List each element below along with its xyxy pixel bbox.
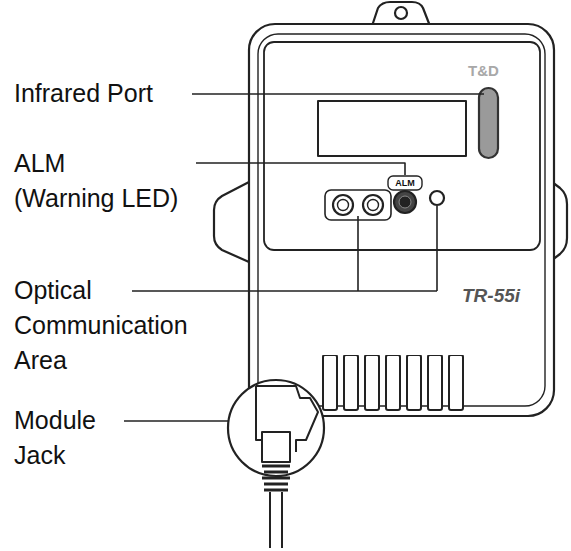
cable-boot	[262, 466, 290, 490]
front-panel	[264, 42, 540, 250]
part-label: ALM	[14, 146, 192, 181]
alm-led-core	[399, 196, 411, 208]
model-name: TR-55i	[462, 284, 542, 308]
left-wing	[214, 182, 249, 262]
optical-sensor-core	[368, 200, 379, 211]
jack-plug	[262, 432, 290, 462]
optical-sensor	[363, 195, 383, 215]
alm-led	[394, 191, 416, 213]
vent-slots	[322, 355, 469, 411]
led-marking: ALM	[388, 176, 422, 190]
hanging-tab	[372, 2, 430, 26]
brand-logo: T&D	[468, 62, 528, 80]
part-label: Optical Communication Area	[14, 273, 219, 378]
optical-sensor	[333, 195, 353, 215]
lcd-window	[318, 101, 466, 156]
part-label: Infrared Port	[14, 76, 192, 111]
housing-rim	[258, 34, 545, 406]
optical-window	[325, 190, 391, 220]
cable	[270, 492, 282, 548]
leader-line	[192, 93, 484, 95]
alm-tag	[388, 176, 422, 190]
part-label: (Warning LED)	[14, 181, 214, 216]
part-label: Module Jack	[14, 403, 126, 473]
optical-sensor-core	[338, 200, 349, 211]
infrared-port	[479, 88, 498, 158]
jack-magnifier	[228, 380, 324, 476]
hanging-hole	[395, 7, 407, 19]
leader-line	[124, 420, 229, 422]
leader-line	[196, 163, 405, 175]
logger-housing	[249, 24, 554, 416]
leader-line	[132, 206, 437, 291]
optical-sensor-small	[430, 191, 444, 205]
